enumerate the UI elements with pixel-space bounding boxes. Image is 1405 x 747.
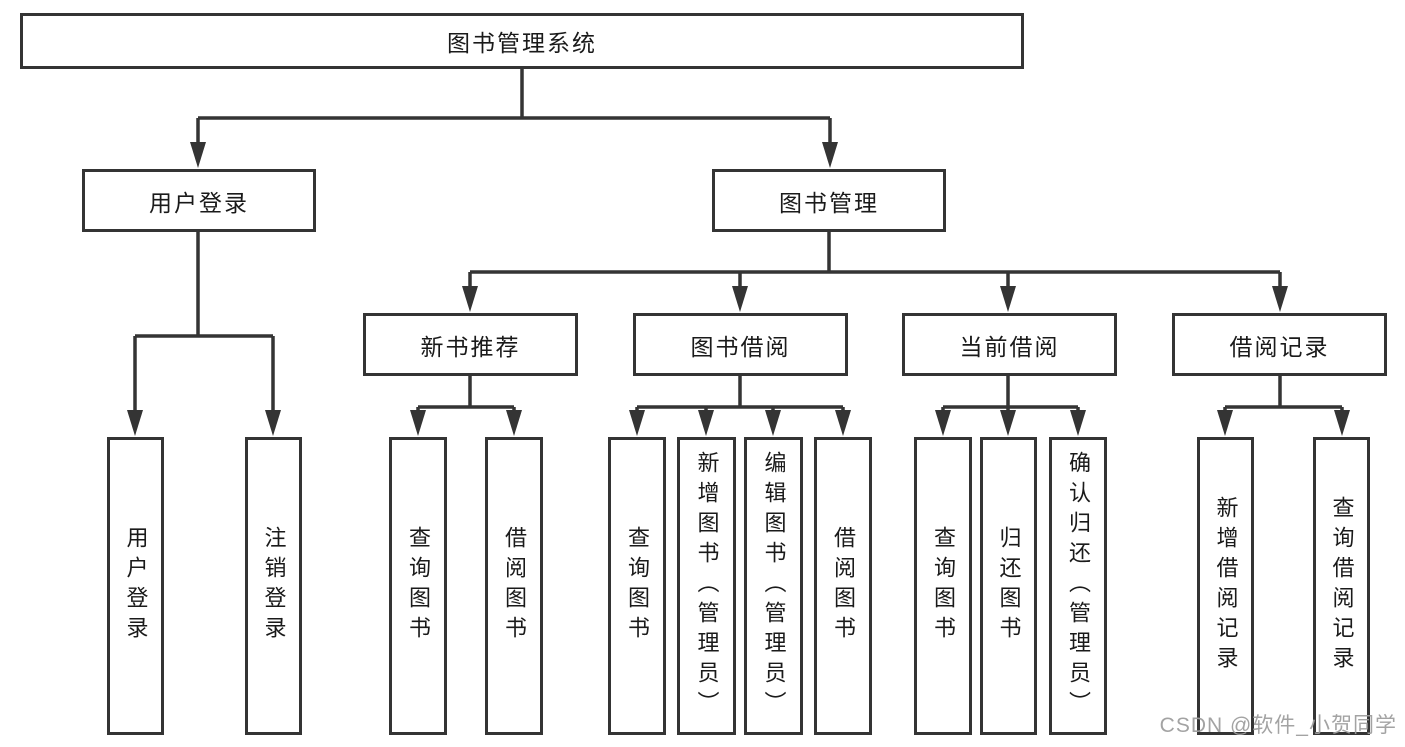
node-user-login-branch: 用户登录 — [82, 169, 316, 232]
leaf-confirm-return-admin-label: 确认归还（管理员） — [1066, 451, 1091, 721]
leaf-query-borrow-record-label: 查询借阅记录 — [1329, 496, 1355, 676]
leaf-user-login: 用户登录 — [107, 437, 164, 735]
leaf-borrow-books: 借阅图书 — [814, 437, 872, 735]
csdn-watermark: CSDN @软件_小贺同学 — [1159, 714, 1397, 737]
leaf-query-books-current-label: 查询图书 — [931, 526, 956, 646]
leaf-user-login-label: 用户登录 — [123, 526, 149, 646]
leaf-edit-books-admin-label: 编辑图书（管理员） — [761, 451, 787, 721]
leaf-edit-books-admin: 编辑图书（管理员） — [744, 437, 803, 735]
leaf-query-books-current: 查询图书 — [914, 437, 972, 735]
leaf-logout-label: 注销登录 — [261, 526, 287, 646]
node-borrowing-records: 借阅记录 — [1172, 313, 1387, 376]
leaf-confirm-return-admin: 确认归还（管理员） — [1049, 437, 1107, 735]
node-new-book-recommend: 新书推荐 — [363, 313, 578, 376]
leaf-borrow-books-recommend: 借阅图书 — [485, 437, 543, 735]
leaf-query-books-recommend-label: 查询图书 — [406, 526, 431, 646]
leaf-add-borrow-record-label: 新增借阅记录 — [1213, 496, 1239, 676]
node-book-management-branch: 图书管理 — [712, 169, 946, 232]
leaf-logout: 注销登录 — [245, 437, 302, 735]
leaf-add-books-admin-label: 新增图书（管理员） — [694, 451, 720, 721]
leaf-query-books-borrowing: 查询图书 — [608, 437, 666, 735]
leaf-add-borrow-record: 新增借阅记录 — [1197, 437, 1254, 735]
leaf-query-borrow-record: 查询借阅记录 — [1313, 437, 1370, 735]
leaf-query-books-borrowing-label: 查询图书 — [625, 526, 650, 646]
node-book-borrowing: 图书借阅 — [633, 313, 848, 376]
leaf-borrow-books-recommend-label: 借阅图书 — [502, 526, 527, 646]
leaf-add-books-admin: 新增图书（管理员） — [677, 437, 736, 735]
leaf-borrow-books-label: 借阅图书 — [831, 526, 856, 646]
node-current-borrowing: 当前借阅 — [902, 313, 1117, 376]
leaf-return-books-label: 归还图书 — [996, 526, 1022, 646]
leaf-return-books: 归还图书 — [980, 437, 1037, 735]
leaf-query-books-recommend: 查询图书 — [389, 437, 447, 735]
arrowhead-group — [127, 142, 1350, 436]
node-library-management-system: 图书管理系统 — [20, 13, 1024, 69]
